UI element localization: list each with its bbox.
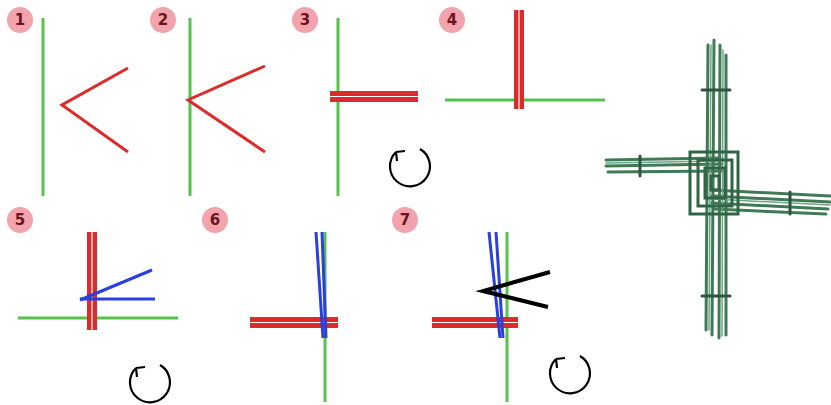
finished-cross [606,40,830,338]
callout-holder: 5 [7,207,33,233]
callout-holder: 3 [292,7,318,33]
callout-number: 1 [7,7,33,33]
callout-holder: 4 [439,7,465,33]
callout-number: 6 [202,207,228,233]
callout-number: 7 [392,207,418,233]
callout-number: 2 [150,7,176,33]
callout-number: 3 [292,7,318,33]
callout-holder: 6 [202,207,228,233]
callout-holder: 1 [7,7,33,33]
callout-number: 4 [439,7,465,33]
callout-holder: 2 [150,7,176,33]
callout-number: 5 [7,207,33,233]
callout-holder: 7 [392,207,418,233]
